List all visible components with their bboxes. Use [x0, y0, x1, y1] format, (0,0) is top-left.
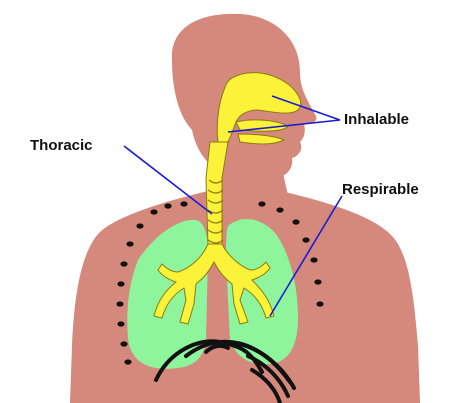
- outline-dot: [120, 261, 127, 266]
- outline-dot: [164, 203, 171, 208]
- label-respirable: Respirable: [342, 181, 419, 198]
- outline-dot: [292, 219, 299, 224]
- outline-dot: [180, 201, 187, 206]
- outline-dot: [302, 237, 309, 242]
- outline-dot: [136, 223, 143, 228]
- outline-dot: [276, 207, 283, 212]
- outline-dot: [124, 359, 131, 364]
- outline-dot: [120, 341, 127, 346]
- outline-dot: [126, 241, 133, 246]
- outline-dot: [310, 257, 317, 262]
- outline-dot: [116, 301, 123, 306]
- outline-dot: [316, 301, 323, 306]
- label-thoracic: Thoracic: [30, 137, 93, 154]
- outline-dot: [117, 281, 124, 286]
- outline-dot: [117, 321, 124, 326]
- outline-dot: [314, 279, 321, 284]
- label-inhalable: Inhalable: [344, 111, 409, 128]
- outline-dot: [258, 201, 265, 206]
- outline-dot: [150, 209, 157, 214]
